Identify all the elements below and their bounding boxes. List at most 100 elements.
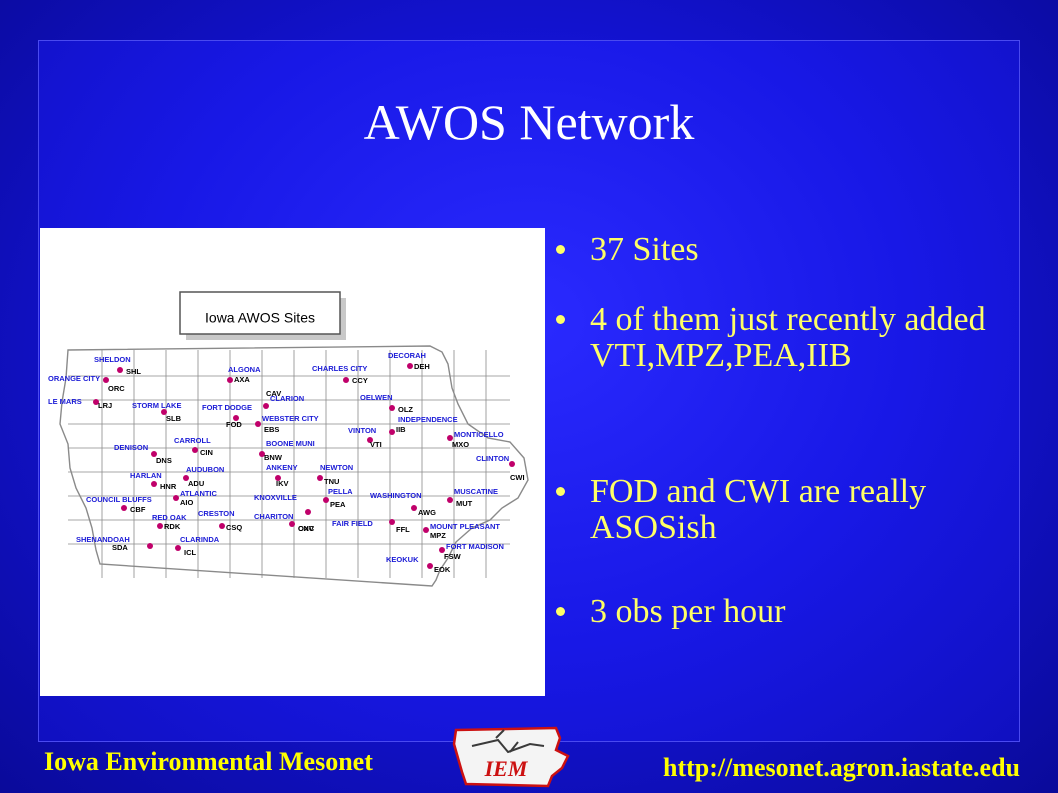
logo-text: IEM xyxy=(484,756,529,781)
station-id-label: IIB xyxy=(396,425,406,434)
bullet-item: FOD and CWI are really ASOSish xyxy=(548,474,960,546)
site-dot xyxy=(439,547,445,553)
site-dot xyxy=(447,435,453,441)
city-label: AUDUBON xyxy=(186,465,224,474)
site-dot xyxy=(173,495,179,501)
city-label: CLARION xyxy=(270,394,304,403)
site-dot xyxy=(147,543,153,549)
site-dot xyxy=(343,377,349,383)
iem-logo-icon: IEM xyxy=(452,726,570,788)
station-id-label: RDK xyxy=(164,522,181,531)
bullet-text: 37 Sites xyxy=(590,231,699,268)
city-label: PELLA xyxy=(328,487,353,496)
bullet-item: 4 of them just recently added VTI,MPZ,PE… xyxy=(548,302,1020,374)
city-label: CARROLL xyxy=(174,436,211,445)
bullet-dot xyxy=(556,245,565,254)
station-id-label: MXO xyxy=(452,440,469,449)
city-label: CHARLES CITY xyxy=(312,364,367,373)
county-grid xyxy=(68,350,510,578)
site-dot xyxy=(509,461,515,467)
station-id-label: TNU xyxy=(324,477,339,486)
station-id-label: MUT xyxy=(456,499,473,508)
site-dot xyxy=(389,429,395,435)
site-dot xyxy=(411,505,417,511)
map-title: Iowa AWOS Sites xyxy=(205,310,315,326)
site-dot xyxy=(93,399,99,405)
station-id-label: DEH xyxy=(414,362,430,371)
bullet-text: 4 of them just recently added VTI,MPZ,PE… xyxy=(590,301,986,374)
city-label: LE MARS xyxy=(48,397,82,406)
site-dots xyxy=(93,363,515,569)
site-dot xyxy=(305,509,311,515)
city-label: MUSCATINE xyxy=(454,487,498,496)
city-label: NEWTON xyxy=(320,463,353,472)
site-dot xyxy=(175,545,181,551)
city-label: FORT DODGE xyxy=(202,403,252,412)
city-label: CRESTON xyxy=(198,509,235,518)
city-label: CHARITON xyxy=(254,512,293,521)
site-dot xyxy=(227,377,233,383)
site-dot xyxy=(389,519,395,525)
city-label: ALGONA xyxy=(228,365,261,374)
city-label: HARLAN xyxy=(130,471,162,480)
site-dot xyxy=(192,447,198,453)
site-dot xyxy=(121,505,127,511)
site-dot xyxy=(233,415,239,421)
site-dot xyxy=(117,367,123,373)
city-label: BOONE MUNI xyxy=(266,439,315,448)
city-label: CLARINDA xyxy=(180,535,220,544)
station-id-label: PEA xyxy=(330,500,346,509)
station-id-label: FFL xyxy=(396,525,410,534)
site-dot xyxy=(367,437,373,443)
site-dot xyxy=(259,451,265,457)
bullet-item: 37 Sites xyxy=(548,232,699,268)
city-label: KEOKUK xyxy=(386,555,419,564)
station-id-label: CCY xyxy=(352,376,368,385)
station-id-label: OXV xyxy=(298,524,314,533)
site-dot xyxy=(219,523,225,529)
site-dot xyxy=(151,451,157,457)
station-id-label: EOK xyxy=(434,565,451,574)
site-dot xyxy=(289,521,295,527)
slide-title: AWOS Network xyxy=(363,94,695,150)
station-id-label: SDA xyxy=(112,543,128,552)
station-id-label: MPZ xyxy=(430,531,446,540)
station-id-label: AXA xyxy=(234,375,250,384)
map-title-box: Iowa AWOS Sites xyxy=(179,291,346,340)
city-label: CLINTON xyxy=(476,454,509,463)
station-id-label: VTI xyxy=(370,440,382,449)
site-dot xyxy=(183,475,189,481)
city-label: WASHINGTON xyxy=(370,491,422,500)
station-id-label: ICL xyxy=(184,548,197,557)
site-dot xyxy=(427,563,433,569)
bullet-dot xyxy=(556,607,565,616)
city-label: FAIR FIELD xyxy=(332,519,373,528)
station-id-label: IKV xyxy=(276,479,289,488)
city-label: ANKENY xyxy=(266,463,298,472)
city-label: DENISON xyxy=(114,443,148,452)
city-label: MOUNT PLEASANT xyxy=(430,522,500,531)
bullet-text: 3 obs per hour xyxy=(590,593,786,630)
station-id-label: SLB xyxy=(166,414,182,423)
city-label: STORM LAKE xyxy=(132,401,181,410)
bullet-text: FOD and CWI are really ASOSish xyxy=(590,473,927,546)
site-dot xyxy=(263,403,269,409)
city-label: INDEPENDENCE xyxy=(398,415,458,424)
site-dot xyxy=(255,421,261,427)
station-id-label: SHL xyxy=(126,367,141,376)
site-dot xyxy=(447,497,453,503)
city-label: RED OAK xyxy=(152,513,187,522)
station-id-label: BNW xyxy=(264,453,283,462)
footer-url-link[interactable]: http://mesonet.agron.iastate.edu xyxy=(662,753,1020,782)
city-label: VINTON xyxy=(348,426,376,435)
station-id-label: CNC xyxy=(298,524,315,533)
station-id-label: ADU xyxy=(188,479,204,488)
station-id-label: ORC xyxy=(108,384,125,393)
station-id-label: CBF xyxy=(130,505,146,514)
bullet-dot xyxy=(556,487,565,496)
bullet-dot xyxy=(556,315,565,324)
site-dot xyxy=(323,497,329,503)
site-dot xyxy=(151,481,157,487)
